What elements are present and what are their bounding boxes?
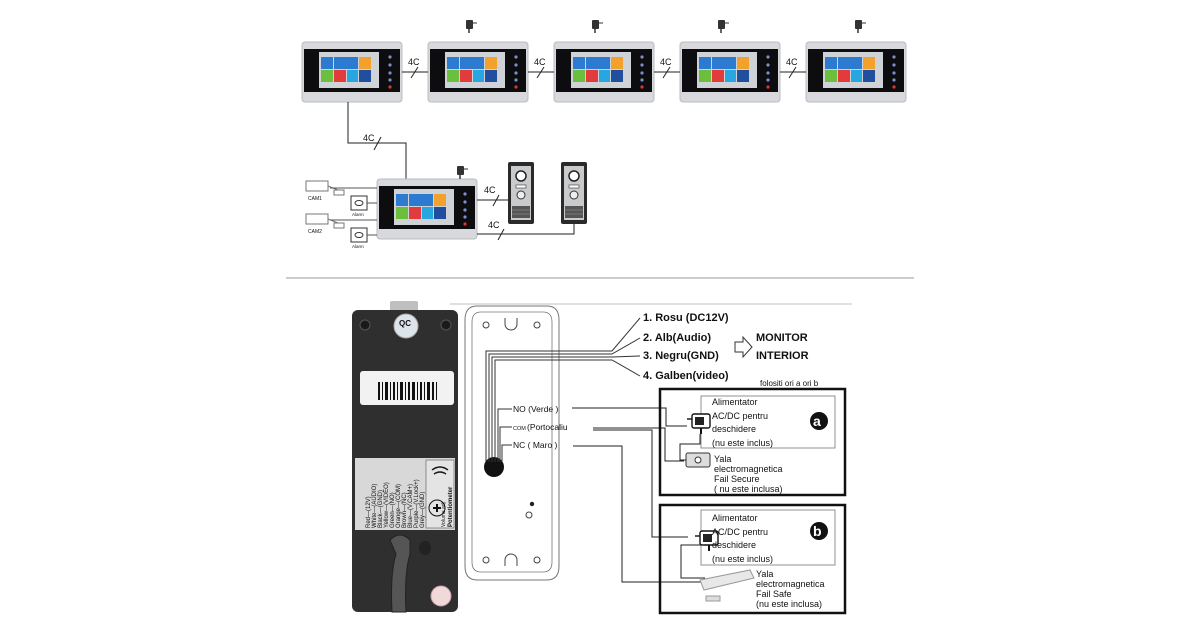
cable-label: 4C bbox=[408, 57, 420, 67]
interior-label: INTERIOR bbox=[756, 350, 809, 362]
option-a-letter: a bbox=[813, 413, 821, 429]
monitor-unit-4 bbox=[679, 41, 781, 103]
psu-text: AC/DC pentru bbox=[712, 411, 768, 421]
potentiometer-icon bbox=[428, 499, 446, 517]
lock-text: Yala bbox=[756, 569, 773, 579]
option-a-panel: Alimentator AC/DC pentru deschidere (nu … bbox=[658, 387, 847, 497]
camera-2: CAM2 bbox=[305, 213, 377, 235]
alarm-label: Alarm bbox=[352, 244, 364, 249]
option-b-panel: Alimentator AC/DC pentru deschidere (nu … bbox=[658, 503, 847, 615]
lock-text: Fail Secure bbox=[714, 474, 760, 484]
psu-text: Alimentator bbox=[712, 513, 758, 523]
master-monitor bbox=[376, 178, 478, 240]
lock-fail-safe-icon bbox=[699, 569, 755, 602]
cable-gland bbox=[389, 534, 411, 613]
arrow-right-icon bbox=[734, 335, 753, 359]
warranty-sticker bbox=[430, 585, 452, 607]
relay-nc-label: NC ( Maro ) bbox=[513, 440, 558, 450]
svg-text:Orange—(COM): Orange—(COM) bbox=[396, 484, 402, 528]
wire-label-red: 1. Rosu (DC12V) bbox=[643, 312, 729, 324]
power-adapter-icon bbox=[591, 19, 604, 34]
psu-text: deschidere bbox=[712, 424, 756, 434]
monitor-unit-2 bbox=[427, 41, 529, 103]
camera-label: CAM1 bbox=[308, 196, 322, 202]
power-adapter-icon bbox=[456, 165, 469, 180]
monitor-unit-3 bbox=[553, 41, 655, 103]
barcode bbox=[378, 382, 437, 400]
option-b-letter: b bbox=[813, 523, 822, 539]
power-adapter-icon bbox=[717, 19, 730, 34]
svg-text:White—(AUDIO): White—(AUDIO) bbox=[372, 484, 378, 528]
cable-label: 4C bbox=[534, 57, 546, 67]
wire-label-white: 2. Alb(Audio) bbox=[643, 332, 711, 344]
svg-text:Red—(12V): Red—(12V) bbox=[366, 496, 372, 528]
lock-text: electromagnetica bbox=[756, 579, 825, 589]
wire-legend: Red—(12V) White—(AUDIO) Black—(GND) Yell… bbox=[366, 479, 426, 528]
speaker-volume-icon bbox=[431, 466, 449, 475]
lock-text: (nu este inclusa) bbox=[756, 599, 822, 609]
door-station-2 bbox=[560, 161, 588, 225]
relay-com-label: (Portocaliu bbox=[527, 422, 568, 432]
alarm-2: Alarm bbox=[350, 227, 377, 249]
svg-text:Grey—(GND): Grey—(GND) bbox=[420, 492, 426, 528]
cable-label: 4C bbox=[660, 57, 672, 67]
potentiometer-label: Potentiometer bbox=[448, 486, 454, 527]
barcode-label bbox=[360, 371, 454, 405]
alarm-label: Alarm bbox=[352, 212, 364, 217]
top-diagram: 4C 4C 4C 4C 4C 4C 4C CAM1 bbox=[301, 19, 907, 249]
cable-exit bbox=[484, 457, 504, 477]
svg-text:Purple—(V.Lock+): Purple—(V.Lock+) bbox=[414, 479, 420, 528]
psu-text: AC/DC pentru bbox=[712, 527, 768, 537]
power-supply-icon bbox=[686, 413, 711, 435]
relay-no-label: NO (Verde ) bbox=[513, 404, 559, 414]
relay-com-prefix: COM bbox=[513, 426, 526, 432]
psu-text: (nu este inclus) bbox=[712, 438, 773, 448]
wire-label-yellow: 4. Galben(video) bbox=[643, 370, 729, 382]
monitor-unit-1 bbox=[301, 41, 403, 103]
alarm-1: Alarm bbox=[350, 195, 377, 217]
volume-label: Volume adj bbox=[441, 502, 447, 527]
lock-text: ( nu este inclusa) bbox=[714, 484, 783, 494]
power-adapter-icon bbox=[465, 19, 478, 34]
lock-text: electromagnetica bbox=[714, 464, 783, 474]
door-station-back-panel: QC Red—(12V) White—(AUDIO) Black—(GND) Y… bbox=[352, 301, 458, 613]
door-station-1 bbox=[507, 161, 535, 225]
svg-text:Yellow—(VIDEO): Yellow—(VIDEO) bbox=[384, 482, 390, 528]
monitor-label: MONITOR bbox=[756, 332, 808, 344]
camera-label: CAM2 bbox=[308, 229, 322, 235]
cable-label: 4C bbox=[786, 57, 798, 67]
option-b-badge bbox=[810, 522, 828, 540]
qc-label: QC bbox=[399, 319, 411, 328]
psu-text: (nu este inclus) bbox=[712, 554, 773, 564]
usage-note: folositi ori a ori b bbox=[760, 379, 819, 388]
psu-text: deschidere bbox=[712, 540, 756, 550]
qc-sticker bbox=[393, 313, 419, 339]
svg-text:Brown—(NC): Brown—(NC) bbox=[402, 492, 408, 528]
option-a-badge bbox=[810, 412, 828, 430]
power-adapter-icon bbox=[854, 19, 867, 34]
svg-text:Blue—(V.CAM+): Blue—(V.CAM+) bbox=[408, 484, 414, 528]
cable-label: 4C bbox=[488, 220, 500, 230]
cable-label: 4C bbox=[363, 133, 375, 143]
cable-links bbox=[347, 66, 806, 179]
wire-bundle bbox=[485, 317, 641, 462]
wire-label-black: 3. Negru(GND) bbox=[643, 350, 719, 362]
lock-text: Yala bbox=[714, 454, 731, 464]
svg-text:Green—(NO): Green—(NO) bbox=[390, 492, 396, 528]
camera-1: CAM1 bbox=[305, 180, 377, 202]
monitor-unit-5 bbox=[805, 41, 907, 103]
svg-text:Black—(GND): Black—(GND) bbox=[378, 490, 384, 528]
lock-text: Fail Safe bbox=[756, 589, 792, 599]
psu-text: Alimentator bbox=[712, 397, 758, 407]
cable-label: 4C bbox=[484, 185, 496, 195]
